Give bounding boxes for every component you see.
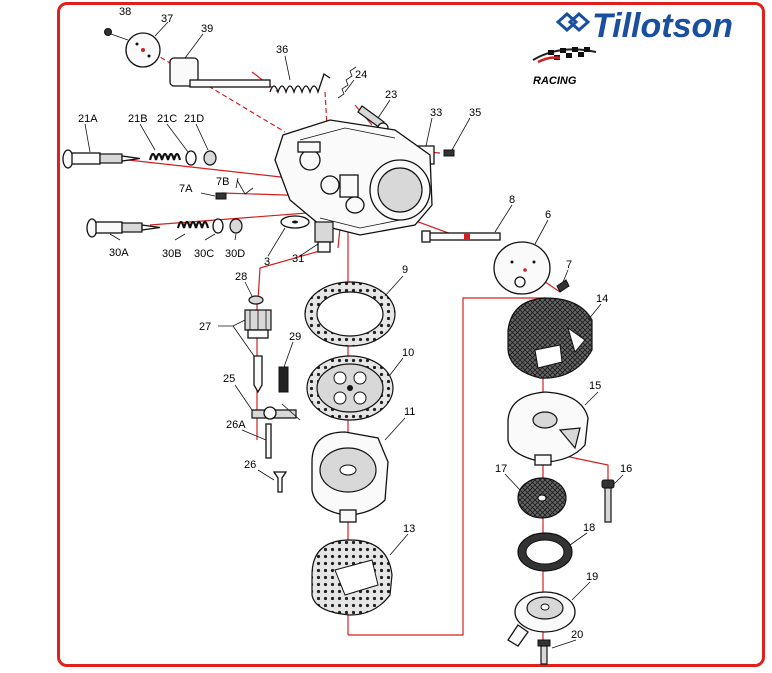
part-21C-washer[interactable] bbox=[185, 150, 197, 166]
label-7: 7 bbox=[566, 259, 572, 271]
part-3-washer[interactable] bbox=[280, 215, 310, 229]
label-31: 31 bbox=[292, 253, 304, 265]
tillotson-logo: Tillotson RACING bbox=[532, 7, 733, 87]
label-7A: 7A bbox=[179, 183, 193, 195]
part-36-throttle-spring[interactable] bbox=[269, 72, 331, 95]
inlet-control-lever[interactable] bbox=[251, 403, 301, 421]
part-38-screw[interactable] bbox=[104, 28, 129, 41]
label-39: 39 bbox=[201, 23, 213, 35]
part-31-fitting[interactable] bbox=[314, 221, 334, 253]
part-7B-retainer[interactable] bbox=[236, 179, 254, 195]
label-13: 13 bbox=[403, 523, 415, 535]
part-24-idle-spring[interactable] bbox=[337, 66, 357, 99]
label-26A: 26A bbox=[226, 419, 246, 431]
label-21B: 21B bbox=[128, 113, 148, 125]
part-16-screw[interactable] bbox=[601, 479, 615, 523]
label-30C: 30C bbox=[194, 248, 214, 260]
brand-name: Tillotson bbox=[592, 7, 733, 45]
part-29-spring[interactable] bbox=[278, 366, 289, 393]
label-28: 28 bbox=[235, 271, 247, 283]
part-30B-spring[interactable] bbox=[176, 220, 210, 229]
carburetor-body[interactable] bbox=[274, 119, 433, 236]
part-6-choke-plate[interactable] bbox=[493, 241, 551, 295]
part-30A-low-speed-needle[interactable] bbox=[86, 218, 161, 238]
part-39-throttle-shaft[interactable] bbox=[169, 57, 271, 88]
part-35-screw[interactable] bbox=[443, 149, 455, 157]
label-29: 29 bbox=[289, 331, 301, 343]
part-26-screw[interactable] bbox=[272, 471, 288, 493]
diagram-frame bbox=[57, 2, 765, 667]
part-7A-screw[interactable] bbox=[215, 192, 227, 200]
part-11-pump-body[interactable] bbox=[311, 431, 389, 523]
part-10-diaphragm[interactable] bbox=[306, 355, 394, 421]
part-15-metering-cover[interactable] bbox=[507, 391, 589, 466]
label-30D: 30D bbox=[225, 248, 245, 260]
part-18-gasket[interactable] bbox=[517, 532, 573, 572]
part-20-screw[interactable] bbox=[537, 639, 551, 665]
part-21A-high-speed-needle[interactable] bbox=[62, 149, 141, 169]
part-13-gasket[interactable] bbox=[311, 539, 393, 616]
label-17: 17 bbox=[495, 463, 507, 475]
label-25: 25 bbox=[223, 373, 235, 385]
label-38: 38 bbox=[119, 6, 131, 18]
label-21D: 21D bbox=[184, 113, 204, 125]
label-6: 6 bbox=[545, 209, 551, 221]
label-30B: 30B bbox=[162, 248, 182, 260]
label-21A: 21A bbox=[78, 113, 98, 125]
brand-sub: RACING bbox=[533, 75, 577, 87]
label-19: 19 bbox=[586, 571, 598, 583]
part-37-throttle-plate[interactable] bbox=[125, 32, 161, 68]
part-21D-o-ring[interactable] bbox=[203, 150, 217, 166]
label-24: 24 bbox=[355, 69, 367, 81]
part-9-gasket[interactable] bbox=[304, 281, 396, 347]
label-10: 10 bbox=[402, 347, 414, 359]
label-35: 35 bbox=[469, 107, 481, 119]
label-30A: 30A bbox=[109, 247, 129, 259]
leader-lines bbox=[84, 21, 624, 649]
checkered-flag-icon bbox=[532, 47, 597, 64]
label-7B: 7B bbox=[216, 176, 229, 188]
part-25-inlet-needle[interactable] bbox=[253, 355, 263, 394]
label-21C: 21C bbox=[157, 113, 177, 125]
part-28-o-ring[interactable] bbox=[248, 295, 264, 305]
label-11: 11 bbox=[404, 406, 415, 418]
part-27-inlet-seat[interactable] bbox=[244, 309, 272, 339]
label-33: 33 bbox=[430, 107, 442, 119]
label-3: 3 bbox=[264, 256, 270, 268]
label-14: 14 bbox=[596, 293, 608, 305]
label-18: 18 bbox=[583, 522, 595, 534]
part-19-pump-cover[interactable] bbox=[507, 591, 576, 647]
label-26: 26 bbox=[244, 459, 256, 471]
part-21B-spring[interactable] bbox=[148, 152, 182, 161]
label-27: 27 bbox=[199, 321, 211, 333]
part-30C-washer[interactable] bbox=[212, 218, 224, 234]
part-30D-o-ring[interactable] bbox=[229, 218, 243, 234]
part-labels: 38 37 39 36 24 23 33 35 21A 21B 21C 21D … bbox=[78, 6, 632, 641]
label-16: 16 bbox=[620, 463, 632, 475]
label-37: 37 bbox=[161, 13, 173, 25]
part-8-choke-shaft[interactable] bbox=[421, 230, 501, 243]
part-26A-pin[interactable] bbox=[265, 423, 272, 459]
label-9: 9 bbox=[402, 264, 408, 276]
label-8: 8 bbox=[509, 194, 515, 206]
brand-emblem-icon bbox=[555, 11, 591, 33]
label-15: 15 bbox=[589, 380, 601, 392]
part-17-fuel-screen[interactable] bbox=[517, 477, 567, 519]
label-20: 20 bbox=[571, 629, 583, 641]
label-36: 36 bbox=[276, 44, 288, 56]
label-23: 23 bbox=[385, 89, 397, 101]
part-14-metering-diaphragm[interactable] bbox=[507, 297, 593, 379]
